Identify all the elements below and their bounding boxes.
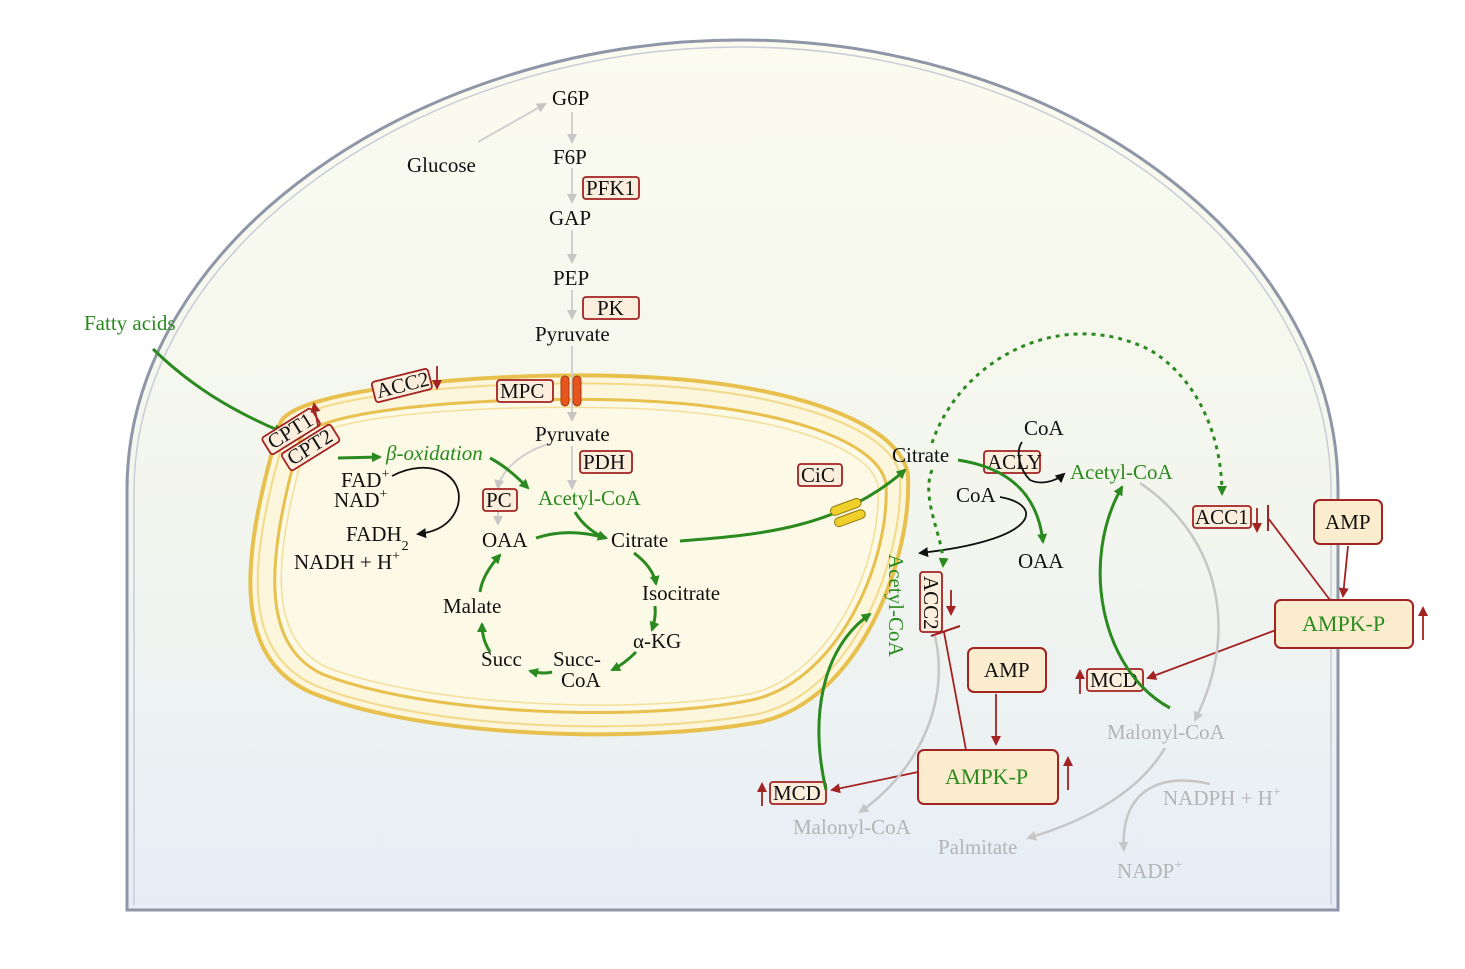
tca-succ-coa-label-line1: Succ- <box>553 647 601 671</box>
fatty-acids-label: Fatty acids <box>84 311 176 335</box>
acc1-enzyme-label: ACC1 <box>1195 505 1249 529</box>
cofactor-loop-arrow <box>391 466 460 539</box>
tca-isocitrate-label: Isocitrate <box>642 581 720 605</box>
amp-right-box <box>1313 499 1383 545</box>
cpt1-up-arrow <box>310 402 321 427</box>
pc-enzyme-box <box>482 488 518 512</box>
mpc-enzyme-box <box>496 379 554 403</box>
glucose-label: Glucose <box>407 153 476 177</box>
tca-citrate-label: Citrate <box>611 528 668 552</box>
malonyl-coa-to-acetyl-coa-left-green <box>817 612 872 791</box>
acetyl-coa-cytosol-label: Acetyl-CoA <box>1070 460 1173 484</box>
coa-top-label: CoA <box>1024 416 1065 440</box>
acetyl-coa-mito-label: Acetyl-CoA <box>538 486 641 510</box>
fadh2-label: FADH2 <box>346 522 409 554</box>
acc2-cytosol-enzyme-label: ACC2 <box>919 576 943 630</box>
nad-label: NAD+ <box>334 487 388 512</box>
nadph-consumption-arrow <box>1118 779 1211 852</box>
pc-enzyme-label: PC <box>486 488 512 512</box>
pdh-enzyme-label: PDH <box>583 450 625 474</box>
pfk1-enzyme-label: PFK1 <box>586 176 635 200</box>
pk-enzyme-box <box>582 296 640 320</box>
pyruvate-mito-label: Pyruvate <box>535 422 610 446</box>
ampk-right-inhibits-acc1 <box>1267 517 1331 601</box>
mitochondrion <box>248 373 911 737</box>
acc1-enzyme-box <box>1192 505 1252 529</box>
cic-enzyme-label: CiC <box>801 463 835 487</box>
tca-succ-coa-label-line2: CoA <box>561 668 602 692</box>
beta-oxidation-to-acetyl-coa-arrow <box>489 456 530 490</box>
mcd-left-enzyme-label: MCD <box>773 781 821 805</box>
nadh-label: NADH + H+ <box>294 549 400 574</box>
gap-label: GAP <box>549 206 591 230</box>
tca-malate-label: Malate <box>443 594 501 618</box>
pk-enzyme-label: PK <box>597 296 624 320</box>
amp-center-label: AMP <box>984 658 1030 682</box>
amp-center-box <box>967 647 1047 693</box>
tca-cycle-arrows <box>477 530 660 678</box>
mpc-transporter-shape <box>560 375 582 407</box>
pep-label: PEP <box>553 266 589 290</box>
acetyl-coa-vertical-label: Acetyl-CoA <box>884 554 908 657</box>
glycolysis-arrows <box>477 103 577 526</box>
citrate-to-acc2-dotted-arrow <box>927 469 949 568</box>
ampk-center-box <box>917 749 1059 805</box>
mpc-enzyme-label: MPC <box>500 379 544 403</box>
citrate-cytosol-label: Citrate <box>892 443 949 467</box>
ampk-right-label: AMPK-P <box>1302 611 1385 636</box>
tca-akg-label: α-KG <box>633 629 681 653</box>
ampk-right-box <box>1274 599 1414 649</box>
nadp-label: NADP+ <box>1117 858 1182 883</box>
acc2-cytosol-inhibition-bar <box>930 625 961 637</box>
amp-right-activation-arrow <box>1338 545 1349 598</box>
amp-right-label: AMP <box>1325 510 1371 534</box>
citrate-to-acc1-dotted-arrow <box>930 332 1227 496</box>
beta-oxidation-label: β-oxidation <box>385 441 483 465</box>
malonyl-coa-left-label: Malonyl-CoA <box>793 815 912 839</box>
acetyl-coa-to-malonyl-coa-grey <box>1139 481 1220 722</box>
pdh-enzyme-box <box>579 450 633 474</box>
oaa-cytosol-label: OAA <box>1018 549 1064 573</box>
coa-mid-label: CoA <box>956 483 997 507</box>
citrate-export-arrow <box>679 468 907 543</box>
mcd-right-enzyme-box <box>1086 668 1144 692</box>
tca-succ-label: Succ <box>481 647 522 671</box>
mcd-left-enzyme-box <box>769 781 827 805</box>
acc2-mito-enzyme-box <box>370 368 433 403</box>
acly-enzyme-box <box>983 450 1041 474</box>
nadph-label: NADPH + H+ <box>1163 785 1281 810</box>
f6p-label: F6P <box>553 145 587 169</box>
acc2-to-malonyl-coa-grey <box>858 635 940 814</box>
cpt2-enzyme-box <box>280 423 341 472</box>
fatty-acid-uptake-arrow <box>151 347 284 434</box>
coa-uptake-arrow <box>1017 441 1066 484</box>
ampk-center-activates-mcd <box>830 771 919 794</box>
pfk1-enzyme-box <box>582 176 640 200</box>
cic-enzyme-box <box>797 463 843 487</box>
acc2-cytosol-enzyme-box <box>919 571 943 633</box>
fad-label: FAD+ <box>341 467 389 492</box>
pyruvate-cytosol-label: Pyruvate <box>535 322 610 346</box>
malonyl-coa-to-acetyl-coa-green <box>1098 485 1171 710</box>
malonyl-coa-to-palmitate-arrow <box>1026 747 1167 841</box>
oaa-return-arrow <box>918 496 1027 558</box>
citrate-to-oaa-arrow <box>957 458 1048 544</box>
malonyl-coa-right-label: Malonyl-CoA <box>1107 720 1226 744</box>
cic-transporter-shape <box>829 497 866 528</box>
tca-oaa-label: OAA <box>482 528 528 552</box>
ampk-right-activates-mcd <box>1146 629 1277 680</box>
palmitate-label: Palmitate <box>938 835 1017 859</box>
cpt-to-beta-oxidation-arrow <box>337 452 382 463</box>
ampk-center-inhibits-acc2 <box>943 631 967 751</box>
cell-membrane-inner <box>133 46 1332 905</box>
ampk-center-label: AMPK-P <box>945 764 1028 789</box>
g6p-label: G6P <box>552 86 589 110</box>
